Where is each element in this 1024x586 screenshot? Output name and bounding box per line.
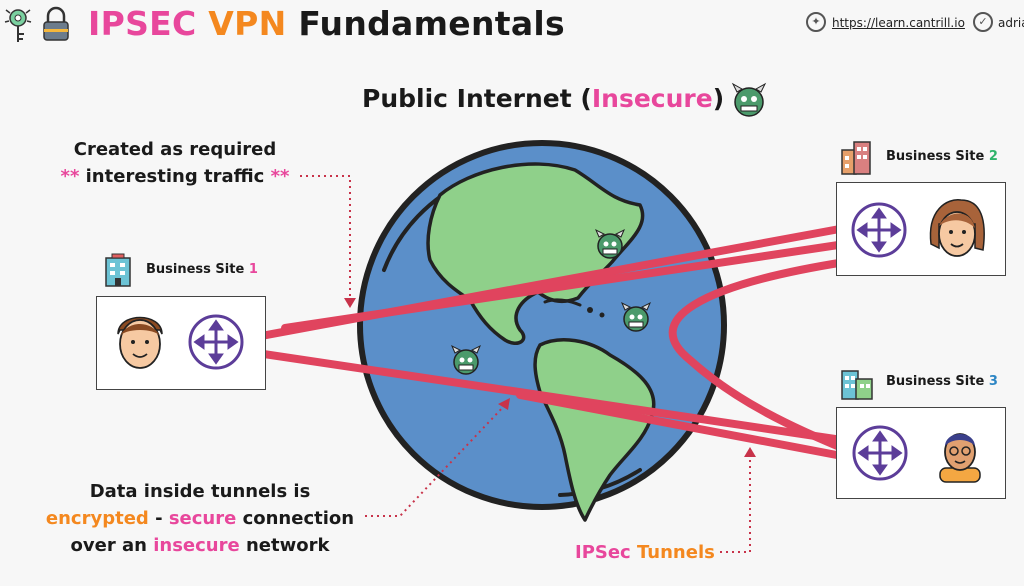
- building-icon-site2: [841, 141, 871, 175]
- monster-icon-north: [595, 228, 625, 259]
- site-2-number: 2: [988, 149, 998, 164]
- twitter-handle[interactable]: adria: [998, 16, 1024, 30]
- router-icon-site3: [852, 425, 908, 481]
- site-1-label: Business Site 1: [146, 262, 258, 277]
- over-an-text: over an: [70, 535, 154, 556]
- interesting-traffic-text: interesting traffic: [79, 166, 271, 187]
- site-3-label: Business Site 3: [886, 374, 998, 389]
- connection-text: connection: [236, 508, 355, 529]
- heading-insecure: Insecure: [591, 84, 713, 113]
- title-fundamentals: Fundamentals: [298, 4, 565, 43]
- title-vpn: VPN: [208, 4, 287, 43]
- note-bottom-line3: over an insecure network: [40, 532, 360, 559]
- note-created-as-required: Created as required ** interesting traff…: [60, 136, 290, 190]
- header-logo: [4, 6, 69, 42]
- header-bar: [0, 0, 1024, 52]
- dash-text: -: [148, 508, 169, 529]
- tunnel-site2-site3: [668, 258, 849, 452]
- building-icon-site3: [841, 370, 873, 400]
- ipsec-tunnels: [246, 224, 849, 460]
- site-2-label-text: Business Site: [886, 149, 989, 164]
- key-icon: [4, 9, 32, 42]
- secure-text: secure: [168, 508, 237, 529]
- tunnel-site1-site2-b: [281, 240, 849, 332]
- heading-suffix: ): [712, 84, 725, 113]
- stars-left: **: [60, 166, 80, 187]
- router-icon-site1: [188, 314, 244, 370]
- tunnel-site1-site3-b: [516, 391, 846, 460]
- site-1-label-text: Business Site: [146, 262, 249, 277]
- encrypted-text: encrypted: [45, 508, 149, 529]
- lock-icon: [43, 6, 69, 41]
- note-bottom-line1: Data inside tunnels is: [89, 481, 311, 502]
- arrow-created-as-required: [300, 175, 351, 300]
- site-1-number: 1: [248, 262, 258, 277]
- ipsec-tunnels-label: IPSec Tunnels: [575, 542, 715, 563]
- person-icon-site2: [929, 199, 985, 257]
- page-title: IPSEC VPN Fundamentals: [88, 4, 565, 43]
- note-data-encrypted: Data inside tunnels is encrypted - secur…: [40, 478, 360, 559]
- person-icon-site1: [117, 316, 163, 369]
- website-link[interactable]: https://learn.cantrill.io: [832, 16, 965, 30]
- site-3-label-text: Business Site: [886, 374, 989, 389]
- note-top-line2: ** interesting traffic **: [60, 163, 290, 190]
- building-icon-site1: [105, 253, 131, 287]
- title-ipsec: IPSEC: [88, 4, 197, 43]
- public-internet-heading: Public Internet (Insecure): [362, 84, 724, 113]
- arrow-heads: [344, 298, 756, 457]
- monster-icon-ocean: [451, 344, 481, 375]
- insecure-text: insecure: [153, 535, 240, 556]
- arrow-ipsec-tunnels: [720, 455, 751, 553]
- person-icon-site3: [939, 433, 981, 483]
- note-top-line1: Created as required: [73, 139, 277, 160]
- tunnels-text: Tunnels: [630, 542, 715, 563]
- router-icon-site2: [851, 202, 907, 258]
- compass-icon: ✦: [806, 12, 826, 32]
- network-text: network: [239, 535, 330, 556]
- dotted-arrows: [300, 175, 751, 553]
- site-3-number: 3: [988, 374, 998, 389]
- twitter-icon: ✓: [973, 12, 993, 32]
- monster-icon-caribbean: [621, 301, 651, 332]
- ipsec-text: IPSec: [575, 542, 631, 563]
- site-2-label: Business Site 2: [886, 149, 998, 164]
- monster-icon-heading: [731, 82, 767, 117]
- note-bottom-line2: encrypted - secure connection: [40, 505, 360, 532]
- stars-right: **: [270, 166, 290, 187]
- heading-prefix: Public Internet (: [362, 84, 592, 113]
